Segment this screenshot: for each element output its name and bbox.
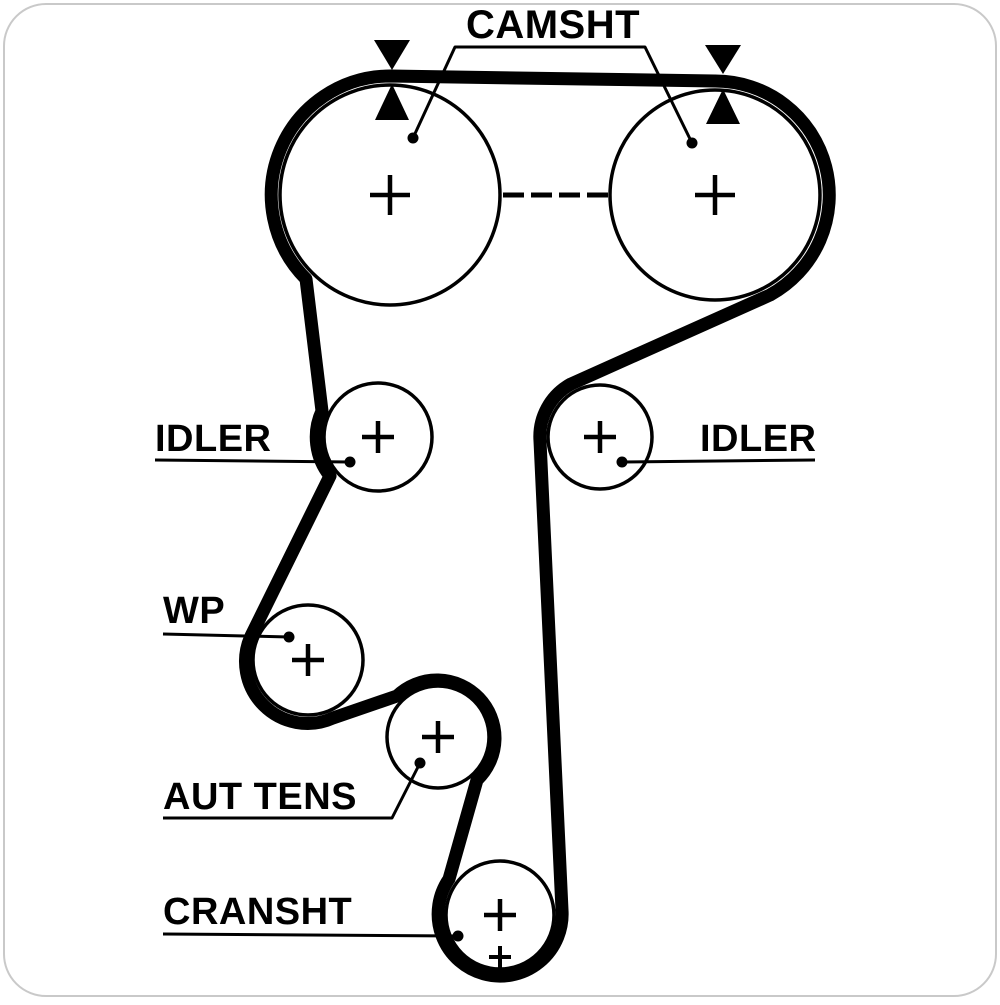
idler-right-pointer-dot (616, 456, 628, 468)
crankshaft-pointer-dot (452, 930, 464, 942)
idler-right-pulley (546, 383, 654, 491)
image-frame (3, 3, 997, 997)
camshaft-label: CAMSHT (466, 3, 640, 47)
auto-tensioner-center-mark (422, 721, 454, 753)
cam-left-upper-triangle-icon (374, 40, 410, 70)
crankshaft-center-mark (484, 899, 516, 931)
camshaft-left-pulley (278, 83, 502, 307)
water-pump-leader-line (162, 632, 290, 639)
tensioner-pointer-dot (414, 757, 426, 769)
cam-left-lower-triangle-icon (375, 84, 409, 120)
idler-right-center-mark (584, 421, 616, 453)
water-pump-label: WP (163, 590, 225, 632)
crankshaft-leader-line (162, 932, 459, 938)
idler-right-leader-line (621, 458, 816, 464)
crankshaft-label: CRANSHT (163, 891, 352, 933)
cam-right-upper-triangle-icon (705, 45, 741, 74)
crankshaft-timing-mark (489, 946, 511, 968)
water-pump-pointer-dot (283, 631, 295, 643)
crankshaft-pulley (444, 859, 556, 971)
timing-belt (239, 69, 836, 983)
idler-right-label: IDLER (700, 418, 817, 460)
camshaft-pointer-dot (407, 132, 419, 144)
water-pump-center-mark (292, 644, 324, 676)
camshaft-pointer-dot (686, 137, 698, 149)
idler-left-center-mark (362, 421, 394, 453)
water-pump-pulley (251, 603, 365, 717)
cam-right-lower-triangle-icon (706, 89, 740, 124)
camshaft-left-center-mark (370, 175, 410, 215)
idler-left-pointer-dot (344, 456, 356, 468)
tensioner-label: AUT TENS (163, 776, 357, 818)
idler-left-label: IDLER (155, 418, 272, 460)
idler-left-pulley (322, 381, 434, 493)
camshaft-right-pulley (608, 88, 822, 302)
camshaft-right-center-mark (695, 175, 735, 215)
